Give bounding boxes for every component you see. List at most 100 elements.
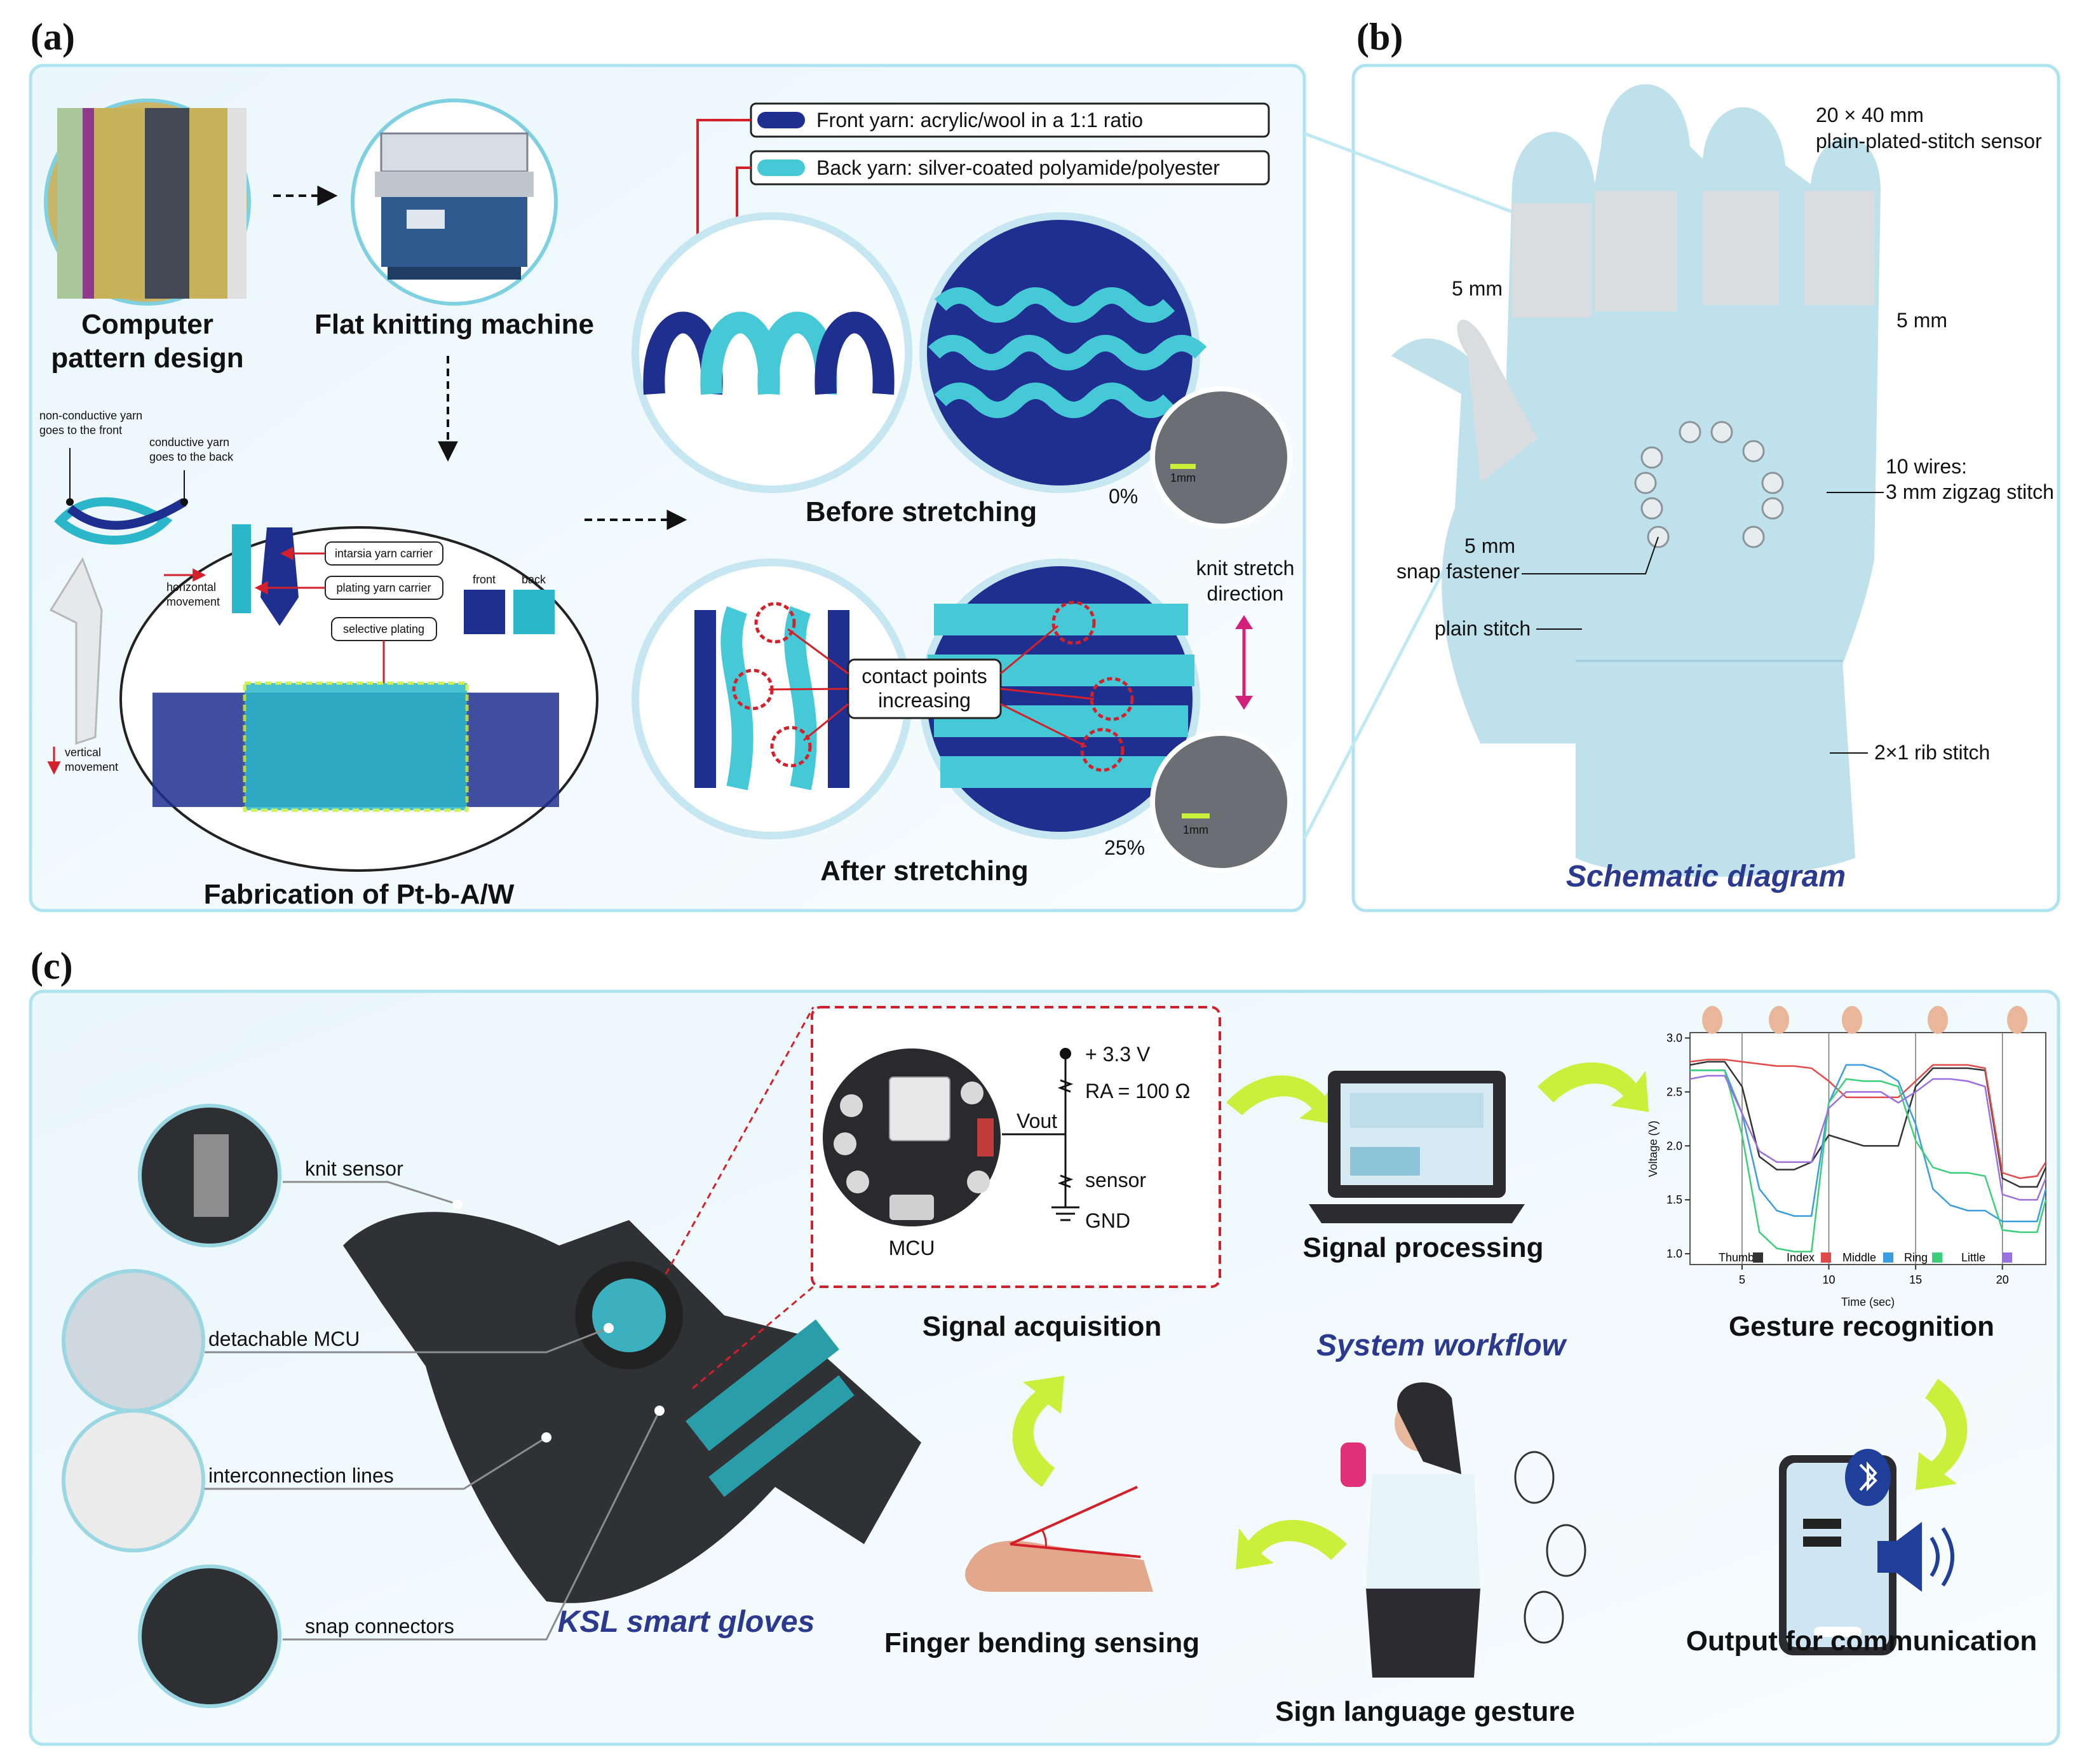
chart-series-line-index: [1689, 1059, 2047, 1179]
chart-legend-label-thumb: Thumb: [1719, 1251, 1754, 1264]
chart-legend-label-ring: Ring: [1904, 1251, 1928, 1264]
nonconductive-label-2: goes to the front: [39, 424, 122, 437]
chart-series: [1689, 1059, 2047, 1252]
chart-plot-area: [1689, 1032, 2046, 1265]
laptop-icon: [1309, 1071, 1525, 1223]
snap-fasteners: [1634, 421, 1784, 548]
system-workflow-label: System workflow: [1316, 1329, 1567, 1362]
chart-legend-swatch-ring: [1932, 1252, 1942, 1263]
conductive-label-2: goes to the back: [149, 451, 234, 463]
scale-bar-after: 1mm: [1183, 824, 1208, 836]
panel-label-c: (c): [30, 945, 73, 987]
bluetooth-icon: [1845, 1449, 1891, 1506]
sensor-size-label: 20 × 40 mm: [1816, 104, 1924, 126]
front-yarn-label: Front yarn: acrylic/wool in a 1:1 ratio: [816, 109, 1143, 132]
computer-pattern-image: [44, 98, 251, 306]
gesture-recognition-label: Gesture recognition: [1729, 1311, 1994, 1342]
after-stretching-label: After stretching: [820, 855, 1029, 886]
chart-ytick-label-2: 2.0: [1666, 1139, 1682, 1152]
wires-label: 10 wires:: [1886, 455, 1967, 478]
finger-bending-label: Finger bending sensing: [884, 1627, 1200, 1659]
chart-gridlines: [1741, 1033, 2003, 1265]
glove-schematic: [1391, 84, 1881, 877]
back-swatch: [513, 590, 555, 634]
back-yarn-swatch: [757, 159, 805, 176]
detachable-mcu-label: detachable MCU: [208, 1327, 360, 1350]
front-swatch: [464, 590, 505, 634]
horizontal-movement-label-2: movement: [166, 595, 220, 608]
pct-25-label: 25%: [1104, 836, 1145, 859]
snap-fastener-label: snap fastener: [1396, 560, 1520, 583]
fabrication-label: Fabrication of Pt-b-A/W: [204, 879, 515, 910]
snap-connectors-label: snap connectors: [305, 1615, 454, 1638]
chart-ytick-label-3: 2.5: [1666, 1085, 1682, 1098]
plain-stitch-label: plain stitch: [1435, 617, 1531, 640]
contact-points-label: contact points: [862, 665, 987, 688]
inset-circles: [62, 1104, 281, 1708]
chart-legend-swatch-little: [2002, 1252, 2012, 1263]
back-yarn-label: Back yarn: silver-coated polyamide/polye…: [816, 156, 1220, 179]
after-micrograph: [1150, 731, 1292, 873]
signal-acquisition-label: Signal acquisition: [923, 1311, 1162, 1342]
conductive-label: conductive yarn: [149, 436, 229, 449]
schematic-title: Schematic diagram: [1566, 860, 1846, 893]
knitting-machine-label: Flat knitting machine: [314, 309, 594, 340]
chart-xlabel: Time (sec): [1841, 1296, 1895, 1308]
before-stretching-label: Before stretching: [806, 496, 1037, 527]
knit-sensor-label: knit sensor: [305, 1157, 403, 1180]
ksl-gloves-label: KSL smart gloves: [558, 1605, 815, 1639]
signal-processing-label: Signal processing: [1303, 1232, 1544, 1263]
v33-label: + 3.3 V: [1085, 1043, 1151, 1066]
chart-legend-swatch-thumb: [1753, 1252, 1763, 1263]
selective-label: selective plating: [343, 623, 424, 635]
rib-stitch-label: 2×1 rib stitch: [1874, 741, 1990, 764]
before-micrograph: [1150, 386, 1292, 529]
front-yarn-swatch: [757, 112, 805, 128]
knitting-machine-image: [351, 98, 558, 306]
chart-xtick-label-3: 20: [1996, 1273, 2009, 1286]
pct-0-label: 0%: [1109, 485, 1138, 508]
chart-legend-label-index: Index: [1787, 1251, 1815, 1264]
chart-legend-swatch-index: [1821, 1252, 1831, 1263]
panel-label-b: (b): [1356, 16, 1403, 58]
workflow-arrows: [1012, 1062, 1968, 1570]
back-label: back: [522, 573, 546, 586]
scale-bar-before: 1mm: [1170, 472, 1196, 484]
front-label: front: [473, 573, 496, 586]
panel-label-a: (a): [30, 16, 75, 58]
smart-glove-photo: [343, 1212, 921, 1603]
nonconductive-label: non-conductive yarn: [39, 409, 142, 422]
intarsia-label: intarsia yarn carrier: [335, 547, 433, 560]
sensor-name-label: plain-plated-stitch sensor: [1816, 130, 2042, 153]
chart-series-line-middle: [1690, 1064, 2047, 1223]
vertical-movement-label: vertical: [65, 746, 101, 759]
chart-ytick-label-1: 1.5: [1666, 1193, 1682, 1206]
before-loops-circle: [632, 212, 912, 493]
gnd-label: GND: [1085, 1209, 1130, 1232]
mcu-label: MCU: [889, 1237, 935, 1259]
gesture-hand-icons: [1514, 1451, 1586, 1644]
before-structure-circle: [919, 212, 1207, 493]
sensor-label: sensor: [1085, 1169, 1146, 1191]
chart-xtick-label-1: 10: [1823, 1273, 1835, 1286]
chart-xtick-label-0: 5: [1739, 1273, 1745, 1286]
five-mm-left-label: 5 mm: [1452, 277, 1503, 300]
computer-pattern-label-2: pattern design: [51, 343, 243, 374]
knit-stretch-label: knit stretch: [1196, 557, 1295, 580]
five-mm-right-label: 5 mm: [1896, 309, 1947, 332]
speaker-icon: [1877, 1522, 1954, 1592]
chart-ytick-label-4: 3.0: [1666, 1031, 1682, 1044]
horizontal-movement-label: horizontal: [166, 581, 216, 594]
mcu-board: [823, 1048, 1001, 1226]
wires-label-2: 3 mm zigzag stitch: [1886, 480, 2054, 503]
ra-label: RA = 100 Ω: [1085, 1080, 1190, 1102]
chart-series-line-little: [1689, 1075, 2047, 1201]
output-label: Output for communication: [1686, 1625, 2037, 1657]
snap-size-label: 5 mm: [1464, 534, 1515, 557]
chart-legend-swatch-middle: [1883, 1252, 1893, 1263]
hand-gesture-icons: [1702, 1006, 2027, 1034]
interconnection-label: interconnection lines: [208, 1464, 394, 1487]
